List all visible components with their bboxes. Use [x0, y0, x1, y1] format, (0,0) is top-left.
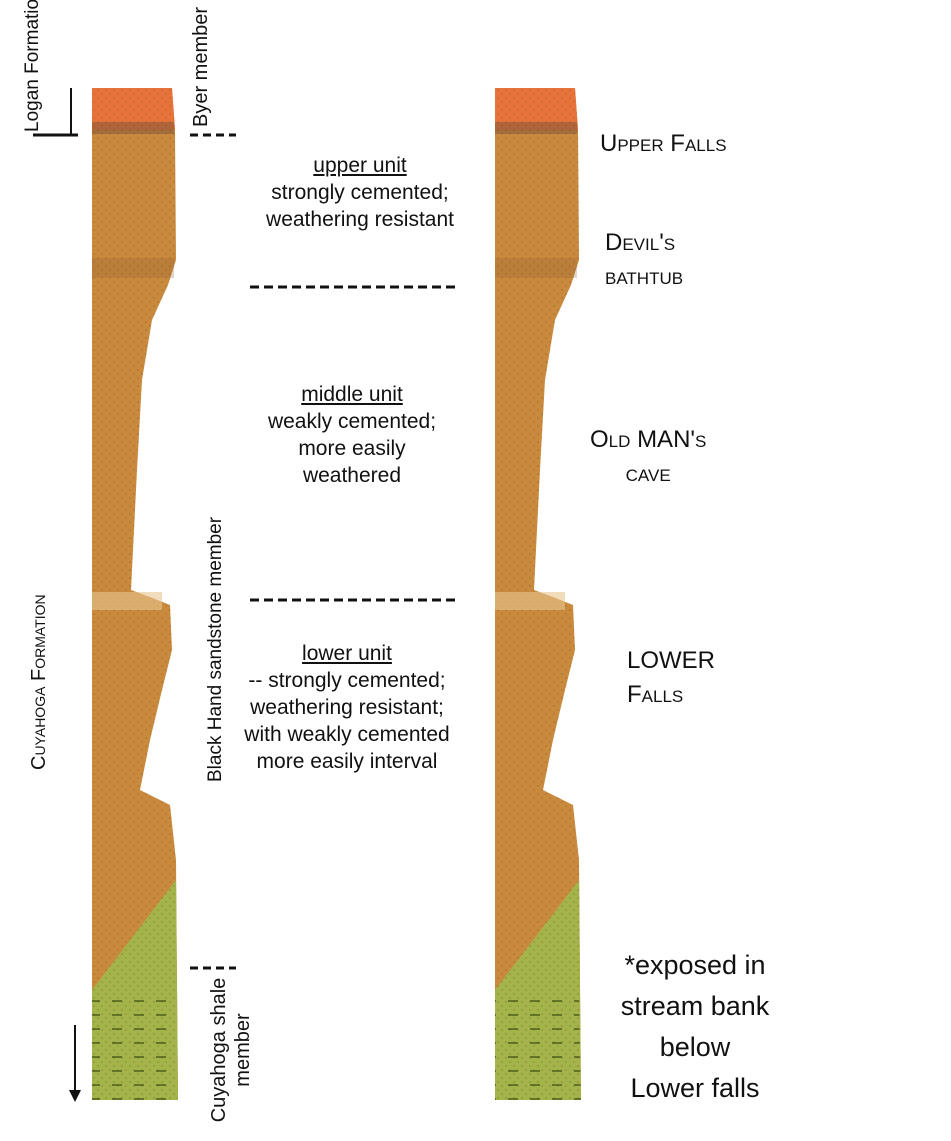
unit-line: weathering resistant;: [250, 696, 444, 719]
lower-falls-label: LOWER Falls: [627, 644, 715, 712]
site-line: cave: [625, 460, 671, 487]
upper-falls-label: Upper Falls: [600, 130, 727, 157]
cuyahoga-formation-label: Cuyahoga Formation: [28, 594, 50, 770]
unit-line: more easily interval: [256, 750, 438, 773]
devils-bathtub-label: Devil's bathtub: [605, 226, 683, 294]
byer-member-label: Byer member: [190, 6, 212, 127]
site-line: Falls: [627, 681, 684, 708]
unit-line: -- strongly cemented;: [248, 669, 446, 692]
down-arrow-icon: [69, 1090, 81, 1102]
boundary-markers: [33, 88, 460, 1095]
unit-title: upper unit: [313, 154, 407, 177]
shale-dashes: [495, 990, 581, 1100]
upper-unit-text: upper unit strongly cemented; weathering…: [230, 152, 490, 233]
site-line: bathtub: [605, 263, 684, 290]
cuyahoga-shale-label: Cuyahoga shale member: [208, 977, 254, 1123]
note-line: stream bank: [620, 991, 770, 1021]
unit-line: weathering resistant: [266, 208, 454, 231]
exposed-note: *exposed in stream bank below Lower fall…: [605, 945, 785, 1109]
ledge-band: [92, 592, 162, 610]
unit-line: weathered: [302, 464, 402, 487]
site-line: Devil's: [605, 229, 676, 256]
unit-title: lower unit: [302, 642, 392, 665]
shale-dashes: [92, 990, 178, 1100]
site-line: LOWER: [627, 647, 716, 674]
logan-formation-label: Logan Formation: [22, 0, 43, 132]
unit-line: with weakly cemented: [244, 723, 450, 746]
left-column: [92, 88, 178, 1100]
unit-line: strongly cemented;: [271, 181, 449, 204]
site-line: Old MAN's: [590, 426, 707, 453]
bathtub-band: [92, 258, 174, 278]
unit-line: more easily: [298, 437, 406, 460]
note-line: Lower falls: [630, 1073, 760, 1103]
bathtub-band: [495, 258, 577, 278]
ledge-band: [495, 592, 565, 610]
right-column: [495, 88, 581, 1100]
note-line: *exposed in: [624, 950, 766, 980]
note-line: below: [659, 1032, 731, 1062]
middle-unit-text: middle unit weakly cemented; more easily…: [222, 381, 482, 489]
unit-title: middle unit: [301, 383, 403, 406]
lower-unit-text: lower unit -- strongly cemented; weather…: [217, 640, 477, 775]
unit-line: weakly cemented;: [267, 410, 437, 433]
old-mans-cave-label: Old MAN's cave: [590, 423, 706, 491]
